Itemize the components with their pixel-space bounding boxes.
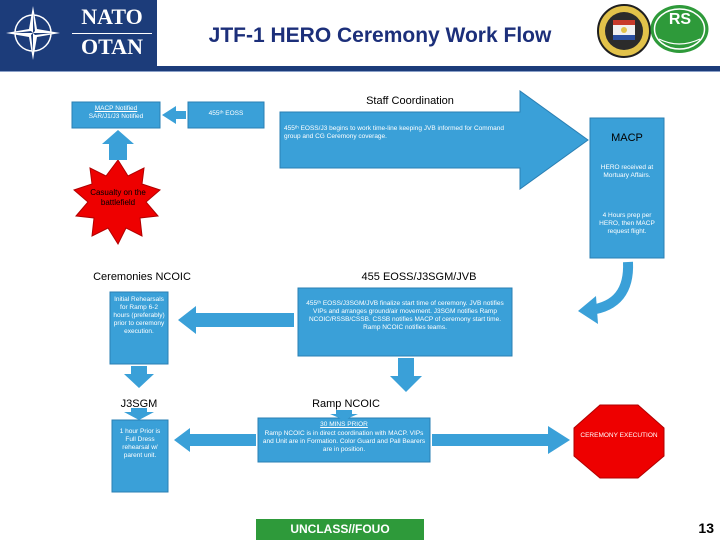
header-divider bbox=[0, 66, 720, 71]
staff-coordination-title: Staff Coordination bbox=[366, 95, 454, 107]
ceremony-execution-octagon bbox=[573, 404, 665, 479]
workflow-diagram bbox=[71, 90, 665, 540]
header-divider-thin bbox=[0, 71, 720, 72]
arrow-thirty-to-execution bbox=[432, 426, 570, 454]
unit-crest-icon bbox=[597, 4, 651, 58]
full-dress-box bbox=[111, 419, 169, 493]
initial-rehearsals-box bbox=[109, 291, 169, 365]
arrow-rehearsals-to-j3sgm bbox=[124, 366, 154, 388]
arrow-macp-to-finalize bbox=[589, 261, 634, 315]
eoss-box-label: 455ᵗʰ EOSS bbox=[208, 110, 244, 117]
notified-box-text: MACP Notified SAR/J1/J3 Notified bbox=[72, 105, 160, 121]
arrow-thirty-to-full-dress bbox=[174, 428, 256, 452]
classification-banner bbox=[256, 519, 424, 540]
nato-logo-divider bbox=[72, 33, 152, 34]
rs-badge-label: RS bbox=[668, 11, 692, 28]
initial-rehearsals-text: Initial Rehearsals for Ramp 6-2 hours (p… bbox=[113, 296, 165, 335]
nato-logo-bottom: OTAN bbox=[81, 34, 143, 59]
thirty-mins-box bbox=[257, 417, 431, 463]
arrow-ramp-to-thirty bbox=[330, 410, 358, 420]
macp-title: MACP bbox=[611, 132, 643, 144]
macp-received-text: HERO received at Mortuary Affairs. bbox=[600, 164, 654, 179]
macp-box bbox=[589, 117, 665, 259]
rs-badge-icon bbox=[650, 5, 709, 53]
thirty-mins-title: 30 MINS PRIOR bbox=[320, 421, 368, 428]
macp-notified-label: MACP Notified bbox=[94, 105, 138, 112]
finalize-box bbox=[297, 287, 513, 357]
arrow-macp-to-finalize-head bbox=[578, 296, 598, 324]
ramp-ncoic-title: Ramp NCOIC bbox=[312, 398, 380, 410]
arrow-to-notified bbox=[162, 106, 186, 124]
macp-prep-text: 4 Hours prep per HERO, then MACP request… bbox=[599, 212, 655, 235]
staff-coordination-text: 455ᵗʰ EOSS/J3 begins to work time-line k… bbox=[284, 125, 504, 140]
finalize-text: 455ᵗʰ EOSS/J3SGM/JVB finalize start time… bbox=[306, 300, 504, 331]
thirty-mins-text: Ramp NCOIC is in direct coordination wit… bbox=[262, 430, 426, 453]
casualty-label: Casualty on the battlefield bbox=[90, 188, 146, 207]
classification-label: UNCLASS//FOUO bbox=[290, 522, 390, 536]
ceremony-execution-label: CEREMONY EXECUTION bbox=[580, 432, 658, 439]
sar-notified-label: SAR/J1/J3 Notified bbox=[88, 113, 144, 120]
eoss-box bbox=[187, 101, 265, 129]
page-title: JTF-1 HERO Ceremony Work Flow bbox=[208, 24, 552, 47]
arrow-casualty-to-notified bbox=[102, 130, 134, 160]
staff-coordination-arrow bbox=[279, 90, 589, 190]
nato-logo: NATO OTAN bbox=[0, 0, 157, 66]
page-number: 13 bbox=[698, 520, 714, 536]
j3sgm-title: J3SGM bbox=[120, 398, 158, 410]
nato-logo-top: NATO bbox=[81, 4, 143, 29]
ceremonies-ncoic-title: Ceremonies NCOIC bbox=[93, 271, 191, 283]
eoss-sgm-jvb-title: 455 EOSS/J3SGM/JVB bbox=[361, 271, 477, 283]
full-dress-text: 1 hour Prior is Full Dress rehearsal w/ … bbox=[119, 428, 161, 459]
casualty-burst bbox=[73, 159, 161, 246]
arrow-j3sgm-to-full-dress bbox=[124, 408, 154, 420]
nato-star-icon bbox=[6, 6, 60, 60]
arrow-finalize-to-rehearsals bbox=[178, 306, 294, 334]
arrow-finalize-to-ramp bbox=[390, 358, 422, 392]
notified-box bbox=[71, 101, 161, 129]
